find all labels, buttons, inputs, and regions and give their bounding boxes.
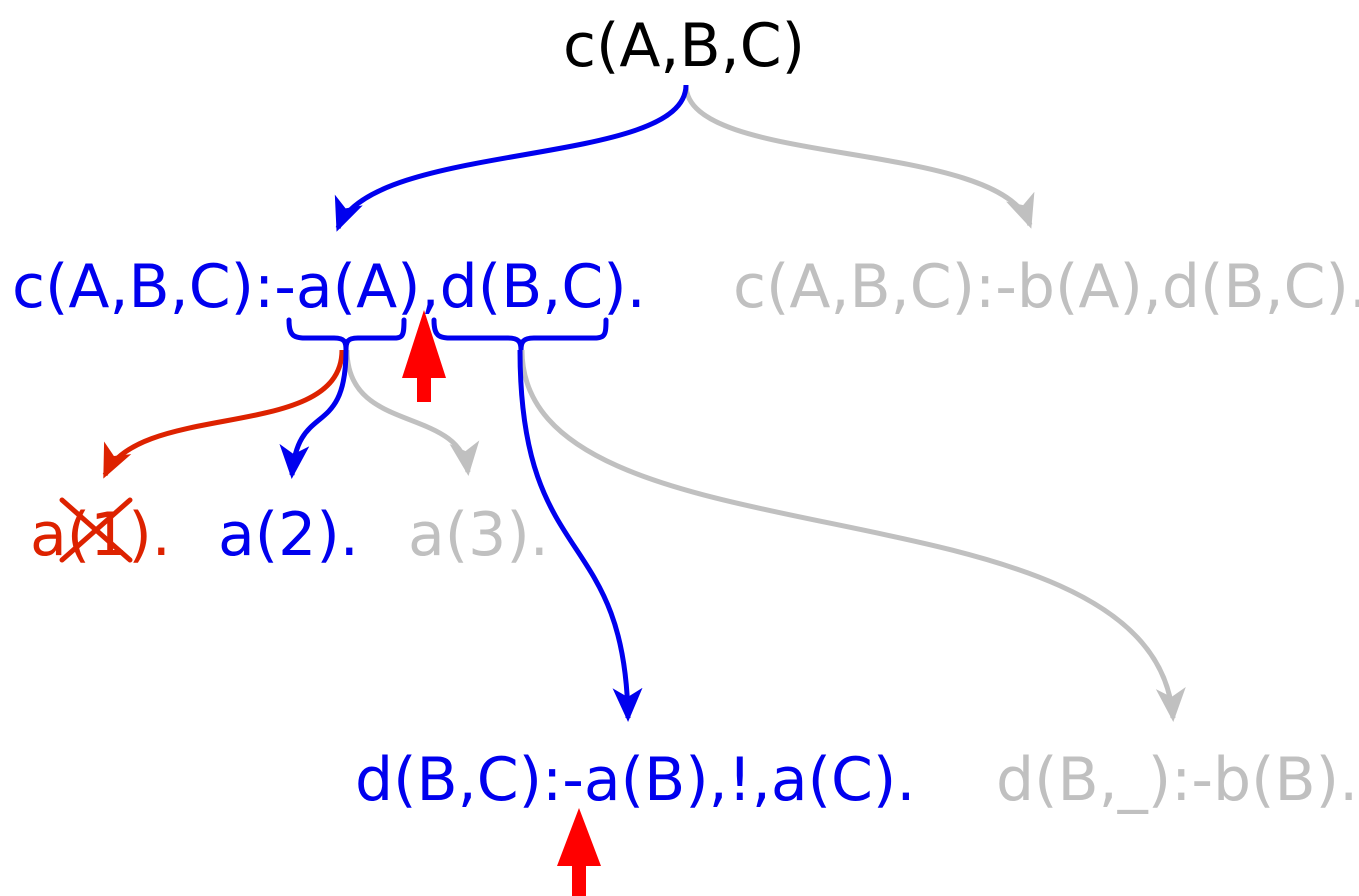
- edge-aA-to-a2: [279, 349, 349, 479]
- fact-a-2: a(2).: [218, 500, 359, 570]
- root-goal: c(A,B,C): [563, 11, 805, 81]
- clause-c-first: c(A,B,C):-a(A),d(B,C).: [12, 252, 646, 322]
- edge-root-to-c-second: [683, 84, 1035, 229]
- brace-goal-d-B-C: [431, 317, 609, 351]
- edge-aA-to-a3: [344, 349, 480, 476]
- edge-dBC-to-d-first: [517, 349, 643, 722]
- brace-goal-a-A: [286, 317, 407, 351]
- edge-aA-to-a1: [102, 349, 345, 479]
- edge-root-to-c-first: [334, 84, 689, 232]
- up-arrow-icon: [402, 310, 446, 402]
- clause-d-second: d(B,_):-b(B).: [996, 745, 1358, 815]
- cross-icon: [59, 497, 133, 563]
- edge-dBC-to-d-second: [519, 349, 1186, 722]
- fact-a-3: a(3).: [408, 500, 549, 570]
- clause-d-first: d(B,C):-a(B),!,a(C).: [355, 745, 915, 815]
- up-arrow-icon: [557, 808, 601, 896]
- clause-c-second: c(A,B,C):-b(A),d(B,C).: [733, 252, 1359, 322]
